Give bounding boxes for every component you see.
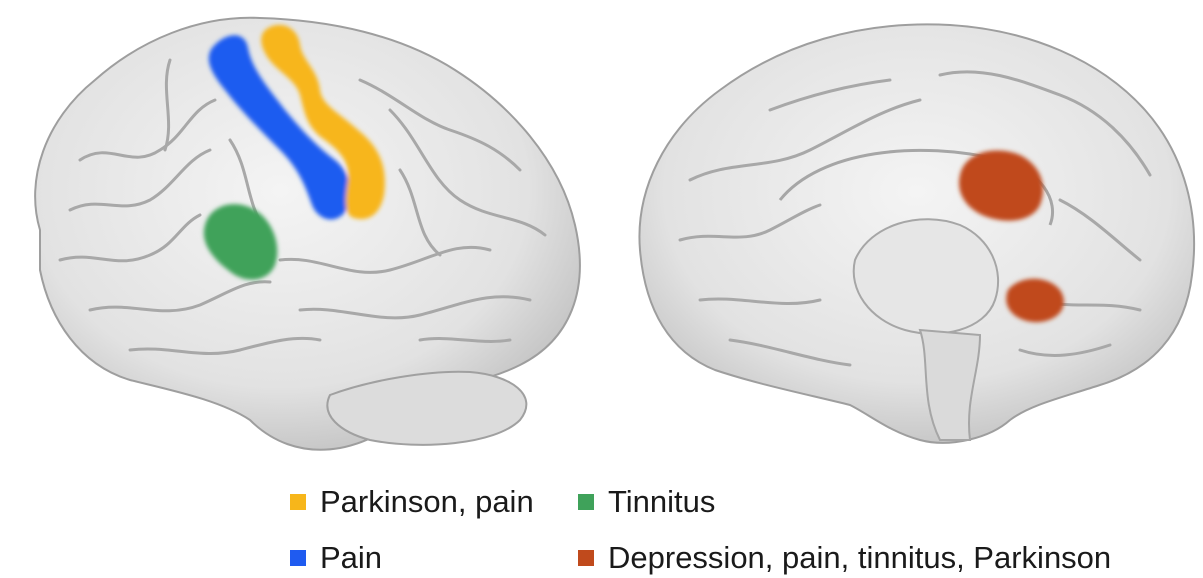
medial-brain-view bbox=[620, 0, 1203, 460]
legend-item-depression: Depression, pain, tinnitus, Parkinson bbox=[578, 540, 1111, 576]
legend-label-tinnitus: Tinnitus bbox=[608, 484, 715, 520]
legend-label-parkinson-pain: Parkinson, pain bbox=[320, 484, 534, 520]
legend-swatch-tinnitus bbox=[578, 494, 594, 510]
lateral-brain-view bbox=[0, 0, 600, 460]
legend-swatch-parkinson-pain bbox=[290, 494, 306, 510]
legend-item-pain: Pain bbox=[290, 540, 382, 576]
legend-item-parkinson-pain: Parkinson, pain bbox=[290, 484, 534, 520]
legend-swatch-pain bbox=[290, 550, 306, 566]
legend-item-tinnitus: Tinnitus bbox=[578, 484, 715, 520]
legend-swatch-depression bbox=[578, 550, 594, 566]
legend-label-depression: Depression, pain, tinnitus, Parkinson bbox=[608, 540, 1111, 576]
legend-label-pain: Pain bbox=[320, 540, 382, 576]
